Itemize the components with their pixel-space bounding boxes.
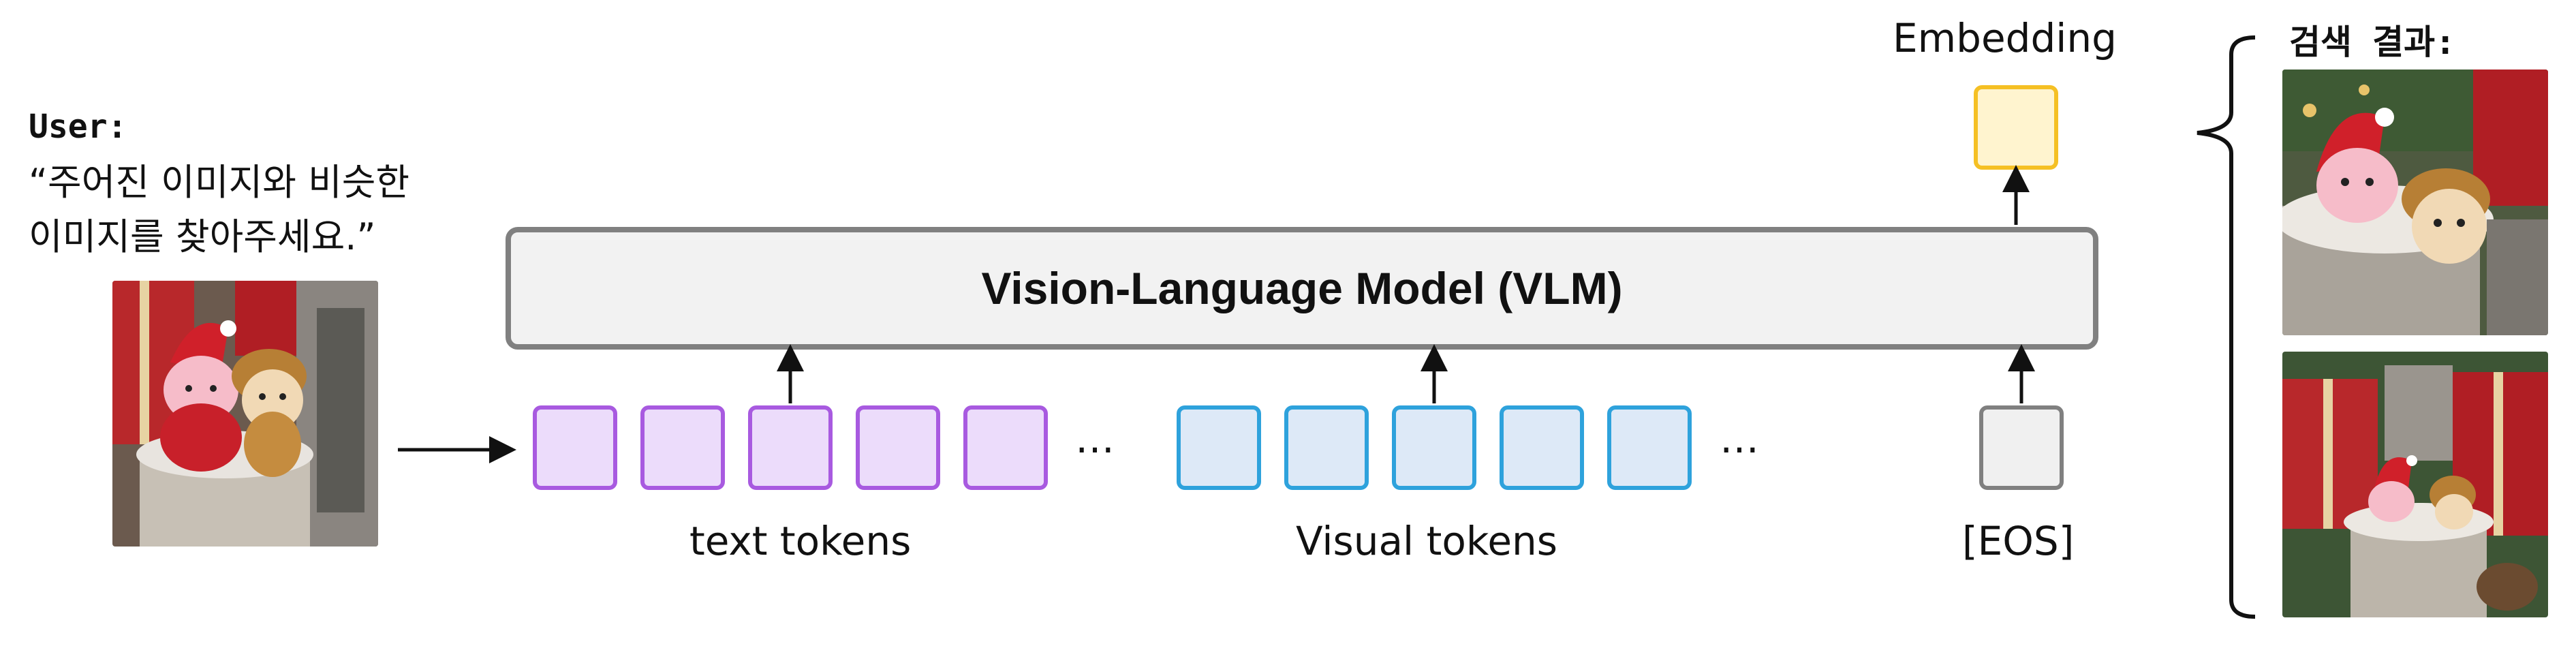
visual-tokens-ellipsis: … xyxy=(1720,416,1762,462)
embedding-label: Embedding xyxy=(1893,15,2117,61)
result-image-1 xyxy=(2282,70,2548,335)
text-token xyxy=(963,405,1048,490)
text-token xyxy=(856,405,940,490)
vlm-model-box: Vision-Language Model (VLM) xyxy=(506,227,2098,350)
search-results-label: 검색 결과: xyxy=(2289,22,2456,62)
eos-label: [EOS] xyxy=(1962,518,2075,564)
visual-token xyxy=(1500,405,1584,490)
results-brace xyxy=(2197,35,2256,619)
visual-tokens-label: Visual tokens xyxy=(1296,518,1557,564)
embedding-output-box xyxy=(1974,85,2058,170)
text-token xyxy=(748,405,833,490)
visual-token xyxy=(1177,405,1261,490)
visual-token xyxy=(1392,405,1476,490)
user-prompt: “주어진 이미지와 비슷한 이미지를 찾아주세요.” xyxy=(29,161,410,258)
text-token xyxy=(533,405,617,490)
result-image-2 xyxy=(2282,352,2548,617)
visual-token xyxy=(1284,405,1369,490)
eos-token xyxy=(1979,405,2064,490)
query-image xyxy=(112,281,378,547)
user-label: User: xyxy=(29,108,127,146)
text-tokens-label: text tokens xyxy=(689,518,912,564)
text-token xyxy=(640,405,725,490)
text-tokens-ellipsis: … xyxy=(1075,416,1117,462)
visual-token xyxy=(1607,405,1692,490)
